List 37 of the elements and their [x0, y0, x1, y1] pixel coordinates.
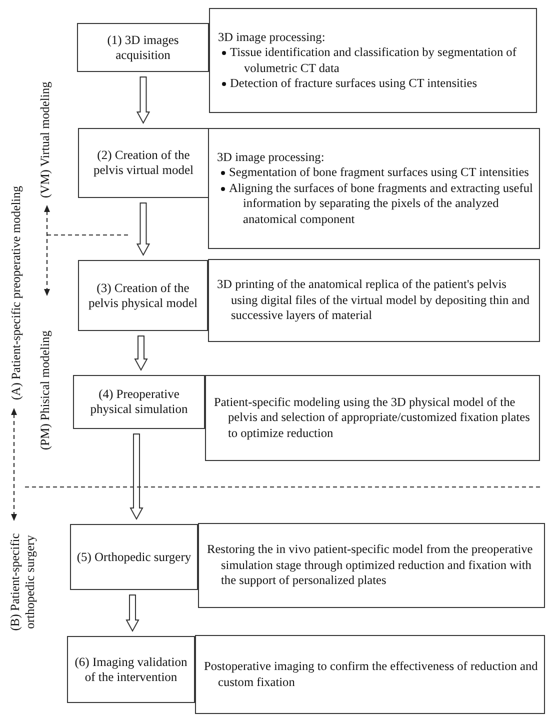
bullet-item: Aligning the surfaces of bone fragments and extracting useful information by separating the pixels of the analyzed anatomical component [217, 180, 533, 228]
step-label: (6) Imaging validation of the intervention [74, 654, 188, 684]
description-heading: 3D image processing: [218, 30, 326, 45]
description-box [209, 8, 537, 113]
step-box [78, 260, 208, 331]
step-label: (2) Creation of the pelvis virtual model [92, 148, 194, 178]
section-label: (A) Patient-specific preoperative modeling [8, 186, 24, 400]
bullet-item: Detection of fracture surfaces using CT intensities [218, 76, 530, 92]
step-box [77, 23, 209, 72]
step-label: (3) Creation of the pelvis physical model [87, 280, 198, 310]
section-label: (B) Patient-specific orthopedic surgery [8, 532, 38, 633]
description-box [208, 128, 540, 249]
bullet-item: Segmentation of bone fragment surfaces using CT intensities [217, 165, 533, 181]
step-box [78, 128, 209, 198]
step-box [70, 524, 198, 590]
block-arrow [126, 594, 140, 632]
description-box [195, 635, 545, 714]
step-label: (1) 3D images acquisition [106, 32, 180, 62]
step-label: (5) Orthopedic surgery [76, 550, 192, 564]
description-text: Restoring the in vivo patient-specific model from the preoperative simulation stage through optimized reduction and fixation with the support of personalized plates [207, 542, 534, 589]
block-arrow [130, 434, 144, 520]
section-label: (PM) Phisical modeling [38, 330, 52, 450]
section-label: (VM) Virtual modeling [38, 82, 52, 198]
description-text: Postoperative imaging to confirm the effectiveness of reduction and custom fixation [204, 659, 538, 690]
block-arrow [136, 202, 150, 256]
description-heading: 3D image processing: [217, 150, 326, 166]
step-label: (4) Preoperative physical simulation [89, 387, 189, 417]
block-arrow [134, 336, 148, 372]
description-text: Patient-specific modeling using the 3D physical model of the pelvis and selection of appropriate/customized fixation plates to optimize reduction [214, 394, 531, 442]
description-box [208, 259, 540, 342]
description-box [205, 375, 540, 461]
description-box [198, 523, 545, 608]
step-box [73, 375, 205, 429]
bullet-item: Tissue identification and classification by segmentation of volumetric CT data [218, 45, 530, 76]
block-arrow [136, 76, 150, 124]
step-box [67, 636, 195, 703]
description-text: 3D printing of the anatomical replica of the patient's pelvis using digital files of the virtual model by depositing thin and successive layers of material [217, 277, 530, 324]
